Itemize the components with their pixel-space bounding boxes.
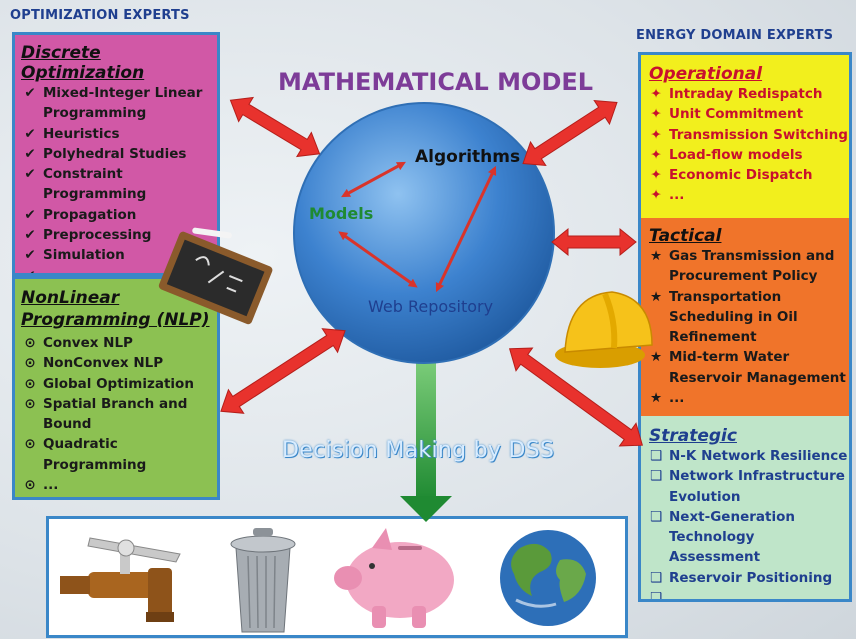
nlp-title-line1: NonLinear xyxy=(21,288,120,308)
mathematical-model-title: MATHEMATICAL MODEL xyxy=(278,68,594,96)
operational-title: Operational xyxy=(649,64,763,84)
list-item: Procurement Policy xyxy=(669,268,818,285)
list-item: ⊙Convex NLP xyxy=(24,335,133,351)
list-item: ★Transportation xyxy=(649,288,782,305)
nonlinear-programming-box: NonLinear Programming (NLP) ⊙Convex NLP … xyxy=(12,276,220,500)
list-item: Evolution xyxy=(669,488,741,505)
list-item: ❑... xyxy=(649,590,685,599)
list-item: Programming xyxy=(43,456,147,473)
list-item: Refinement xyxy=(669,329,757,346)
list-item: ✔Simulation xyxy=(24,247,125,264)
nlp-list: ⊙Convex NLP ⊙NonConvex NLP ⊙Global Optim… xyxy=(15,333,217,495)
red-double-arrows xyxy=(220,96,643,447)
list-item: ✔Preprocessing xyxy=(24,227,152,244)
list-item: ✦Transmission Switching xyxy=(650,126,848,143)
list-item: ⊙... xyxy=(24,477,59,494)
list-item: ⊙Global Optimization xyxy=(24,375,194,392)
list-item: ✦Intraday Redispatch xyxy=(650,86,823,102)
algorithms-label: Algorithms xyxy=(415,147,521,167)
list-item: ❑Network Infrastructure xyxy=(649,468,845,485)
list-item: ❑Next-Generation xyxy=(649,508,795,525)
list-item: ✦Load-flow models xyxy=(650,146,803,163)
list-item: Technology Assessment xyxy=(669,529,761,566)
discrete-optimization-title: Discrete Optimization xyxy=(21,43,145,83)
list-item: ★Mid-term Water xyxy=(649,349,790,366)
list-item: ✔Polyhedral Studies xyxy=(24,145,187,162)
list-item: ★... xyxy=(649,390,685,407)
earth-globe-icon xyxy=(500,530,596,626)
operational-list: ✦Intraday Redispatch ✦Unit Commitment ✦T… xyxy=(641,84,849,206)
discrete-optimization-box: Discrete Optimization ✔Mixed-Integer Lin… xyxy=(12,32,220,276)
list-item: ✔Constraint xyxy=(24,166,123,183)
water-tap-icon xyxy=(60,537,181,622)
tactical-title: Tactical xyxy=(649,226,722,246)
list-item: Programming xyxy=(43,186,147,203)
strategic-title: Strategic xyxy=(649,426,737,446)
nlp-title-line2: Programming (NLP) xyxy=(21,310,210,330)
list-item: ⊙Quadratic xyxy=(24,436,118,453)
list-item: ❑N-K Network Resilience xyxy=(649,448,848,464)
list-item: ★Gas Transmission and xyxy=(649,248,835,264)
chalkboard-icon xyxy=(158,227,273,325)
strategic-list: ❑N-K Network Resilience ❑Network Infrast… xyxy=(641,446,849,599)
models-label: Models xyxy=(309,204,374,223)
energy-domain-experts-header: ENERGY DOMAIN EXPERTS xyxy=(636,28,834,43)
list-item: Reservoir Management xyxy=(669,369,846,386)
web-repository-label: Web Repository xyxy=(368,297,494,316)
trash-can-icon xyxy=(230,528,296,633)
tactical-list: ★Gas Transmission and Procurement Policy… xyxy=(641,246,849,408)
green-down-arrow xyxy=(400,355,452,522)
list-item: Programming xyxy=(43,105,147,122)
list-item: ✔... xyxy=(24,267,59,276)
list-item: ✦Economic Dispatch xyxy=(650,167,813,184)
list-item: ✦Unit Commitment xyxy=(650,106,804,123)
internal-arrows xyxy=(338,161,497,293)
list-item: ⊙NonConvex NLP xyxy=(24,355,164,372)
tactical-box: Tactical ★Gas Transmission and Procureme… xyxy=(641,218,849,416)
list-item: ✔Propagation xyxy=(24,206,137,223)
piggy-bank-icon xyxy=(334,528,454,628)
hard-hat-icon xyxy=(555,291,653,368)
optimization-experts-header: OPTIMIZATION EXPERTS xyxy=(10,8,190,23)
operational-box: Operational ✦Intraday Redispatch ✦Unit C… xyxy=(641,55,849,218)
strategic-box: Strategic ❑N-K Network Resilience ❑Netwo… xyxy=(641,416,849,599)
list-item: ✦... xyxy=(650,187,685,204)
list-item: ⊙Spatial Branch and xyxy=(24,395,188,412)
decision-making-label: Decision Making by DSS xyxy=(282,438,555,463)
list-item: Bound xyxy=(43,416,92,433)
list-item: ✔Heuristics xyxy=(24,125,120,142)
discrete-optimization-list: ✔Mixed-Integer Linear Programming ✔Heuri… xyxy=(15,83,217,276)
model-sphere xyxy=(293,102,555,364)
list-item: Scheduling in Oil xyxy=(669,308,798,325)
list-item: ✔Mixed-Integer Linear xyxy=(24,85,203,101)
list-item: ❑Reservoir Positioning xyxy=(649,569,833,586)
